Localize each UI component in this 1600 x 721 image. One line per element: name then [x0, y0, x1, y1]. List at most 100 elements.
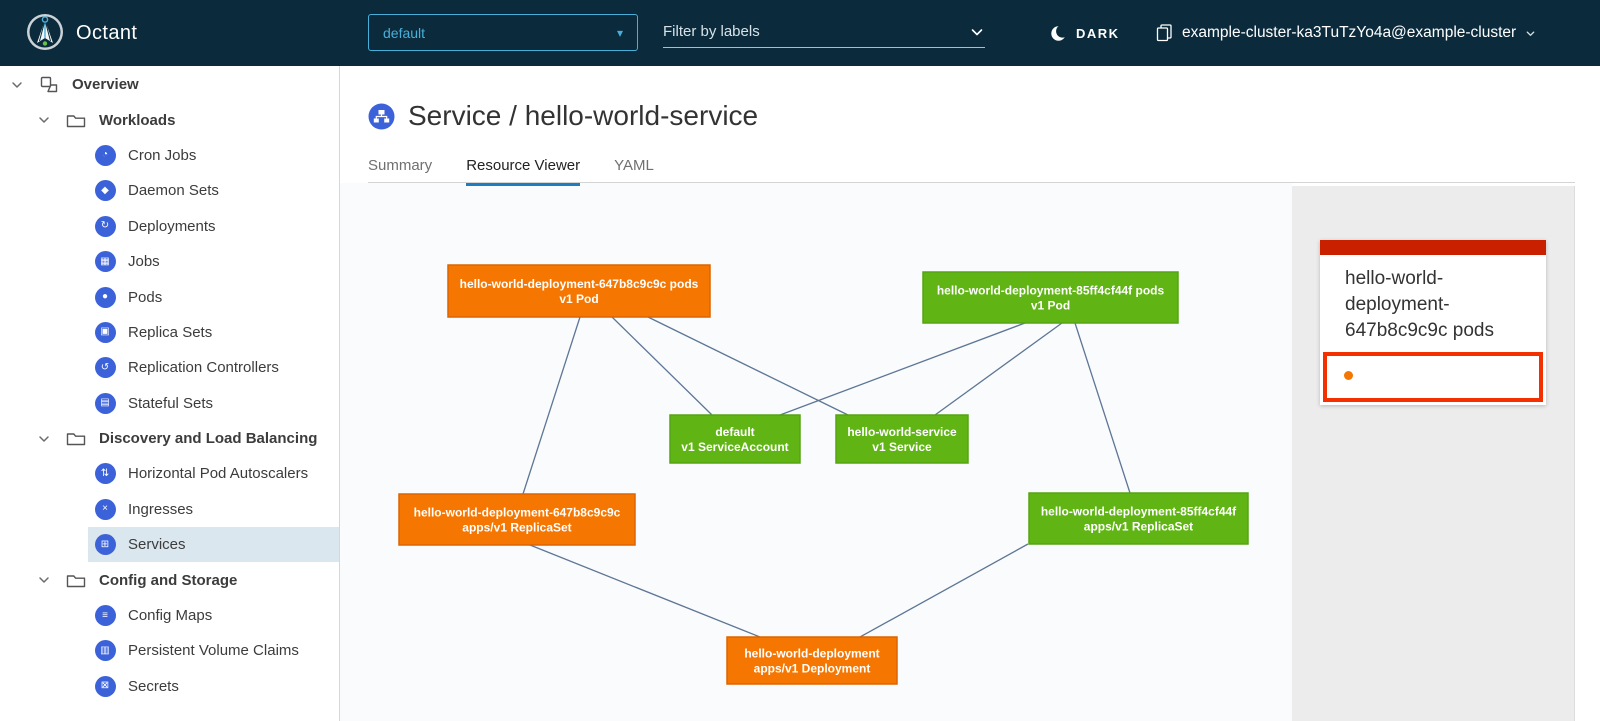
pod-status-dot — [1344, 371, 1353, 380]
replication-controllers-icon: ↺ — [94, 357, 116, 379]
deployments-icon: ↻ — [94, 215, 116, 237]
sidebar-item-jobs[interactable]: ▦ Jobs — [0, 244, 339, 279]
sidebar-item-label: Replication Controllers — [128, 359, 279, 377]
jobs-icon: ▦ — [94, 251, 116, 273]
graph-edge-pod-85ff-to-rs-85ff — [1074, 322, 1131, 494]
chevron-down-icon[interactable] — [37, 113, 52, 128]
sidebar-item-stateful-sets[interactable]: ▤ Stateful Sets — [0, 386, 339, 421]
graph-node-rs-647[interactable]: hello-world-deployment-647b8c9c9capps/v1… — [398, 493, 636, 546]
tab-resource-viewer[interactable]: Resource Viewer — [466, 157, 581, 186]
svg-text:hello-world-service: hello-world-service — [847, 425, 957, 439]
sidebar-item-pods[interactable]: ●Pods — [0, 279, 339, 314]
tab-bar: Summary Resource Viewer YAML — [368, 157, 654, 186]
sidebar-item-label: Horizontal Pod Autoscalers — [128, 465, 309, 483]
cluster-context-label: example-cluster-ka3TuTzYo4a@example-clus… — [1182, 24, 1517, 41]
namespace-dropdown[interactable]: default ▾ — [368, 14, 638, 51]
graph-edge-pod-647-to-serviceaccount-default — [611, 316, 713, 416]
sidebar-item-label: Stateful Sets — [128, 394, 214, 412]
graph-edge-pod-85ff-to-serviceaccount-default — [779, 322, 1026, 416]
detail-panel: hello-world-deployment-647b8c9c9c pods — [1292, 186, 1575, 721]
chevron-down-icon — [1525, 28, 1536, 39]
stateful-sets-icon: ▤ — [94, 392, 116, 414]
sidebar-item-discovery-and-load-balancing[interactable]: Discovery and Load Balancing — [0, 421, 339, 456]
graph-node-rs-85ff[interactable]: hello-world-deployment-85ff4cf44fapps/v1… — [1028, 492, 1249, 545]
sidebar-item-services[interactable]: ⊞Services — [0, 527, 339, 563]
svg-text:default: default — [715, 425, 754, 439]
cluster-icon — [1156, 24, 1173, 42]
ingresses-icon: × — [94, 498, 116, 520]
svg-text:v1 Pod: v1 Pod — [1031, 299, 1070, 313]
app-title: Octant — [76, 22, 138, 44]
services-icon: ⊞ — [94, 534, 116, 556]
app-header: Octant default ▾ DARK example-cluster-ka… — [0, 0, 1600, 66]
sidebar-item-ingresses[interactable]: × Ingresses — [0, 492, 339, 527]
chevron-down-icon[interactable] — [37, 431, 52, 446]
sidebar-item-label: Config and Storage — [99, 571, 238, 589]
persistent-volume-claims-icon: ▥ — [94, 640, 116, 662]
sidebar-item-workloads[interactable]: Workloads — [0, 102, 339, 137]
sidebar-item-label: Ingresses — [128, 500, 194, 518]
graph-edge-pod-85ff-to-service-hello-world — [934, 322, 1063, 416]
tab-yaml[interactable]: YAML — [614, 157, 654, 174]
graph-edge-rs-647-to-deployment — [529, 544, 761, 638]
sidebar-item-cron-jobs[interactable]: ◔ Cron Jobs — [0, 138, 339, 173]
theme-toggle[interactable]: DARK — [1050, 0, 1120, 66]
sidebar-item-replication-controllers[interactable]: ↺ Replication Controllers — [0, 350, 339, 385]
namespace-dropdown-value: default — [383, 24, 426, 41]
service-resource-icon — [368, 103, 395, 130]
sidebar-item-label: Config Maps — [128, 607, 213, 625]
sidebar-item-config-maps[interactable]: ≡Config Maps — [0, 598, 339, 633]
chevron-down-icon[interactable] — [10, 77, 25, 92]
sidebar-item-label: Persistent Volume Claims — [128, 642, 299, 660]
sidebar-item-deployments[interactable]: ↻ Deployments — [0, 209, 339, 244]
tab-summary[interactable]: Summary — [368, 157, 433, 174]
overview-icon — [38, 74, 60, 96]
chevron-down-icon[interactable] — [37, 573, 52, 588]
chevron-down-icon[interactable] — [969, 24, 985, 40]
horizontal-pod-autoscalers-icon: ⇅ — [94, 463, 116, 485]
folder-icon — [65, 109, 87, 131]
sidebar-item-config-and-storage[interactable]: Config and Storage — [0, 562, 339, 597]
pod-status-box — [1323, 352, 1543, 402]
sidebar-item-daemon-sets[interactable]: ◆Daemon Sets — [0, 173, 339, 208]
graph-edge-rs-85ff-to-deployment — [859, 543, 1029, 638]
sidebar-item-horizontal-pod-autoscalers[interactable]: ⇅ Horizontal Pod Autoscalers — [0, 456, 339, 491]
svg-text:v1 ServiceAccount: v1 ServiceAccount — [681, 440, 788, 454]
sidebar-item-persistent-volume-claims[interactable]: ▥ Persistent Volume Claims — [0, 633, 339, 668]
cron-jobs-icon: ◔ — [94, 144, 116, 166]
sidebar-item-label: Jobs — [128, 253, 160, 271]
secrets-icon: ⊠ — [94, 675, 116, 697]
replica-sets-icon: ▣ — [94, 321, 116, 343]
svg-text:hello-world-deployment-647b8c9: hello-world-deployment-647b8c9c9c pods — [460, 277, 699, 291]
sidebar-item-replica-sets[interactable]: ▣Replica Sets — [0, 315, 339, 350]
page-title-row: Service / hello-world-service — [368, 100, 758, 132]
card-status-bar — [1320, 240, 1546, 255]
sidebar-item-label: Overview — [72, 76, 139, 94]
caret-down-icon: ▾ — [616, 25, 623, 40]
folder-icon — [65, 428, 87, 450]
resource-detail-card[interactable]: hello-world-deployment-647b8c9c9c pods — [1320, 240, 1546, 405]
sidebar-item-overview[interactable]: Overview — [0, 67, 339, 102]
svg-text:hello-world-deployment: hello-world-deployment — [744, 647, 879, 661]
cluster-context-selector[interactable]: example-cluster-ka3TuTzYo4a@example-clus… — [1156, 0, 1536, 66]
sidebar-item-label: Cron Jobs — [128, 146, 197, 164]
graph-edge-pod-647-to-service-hello-world — [647, 316, 849, 416]
svg-text:v1 Pod: v1 Pod — [559, 292, 598, 306]
sidebar-item-label: Pods — [128, 288, 163, 306]
sidebar-item-label: Deployments — [128, 217, 216, 235]
sidebar-item-secrets[interactable]: ⊠Secrets — [0, 669, 339, 704]
octant-logo-icon — [26, 13, 64, 51]
svg-text:hello-world-deployment-85ff4cf: hello-world-deployment-85ff4cf44f — [1041, 505, 1237, 519]
graph-edge-pod-647-to-rs-647 — [522, 316, 581, 495]
label-filter-input[interactable] — [663, 23, 969, 40]
label-filter — [663, 16, 985, 48]
tab-divider — [368, 182, 1575, 183]
page-title: Service / hello-world-service — [408, 100, 759, 131]
graph-node-pod-85ff[interactable]: hello-world-deployment-85ff4cf44f podsv1… — [922, 271, 1179, 324]
sidebar-item-label: Daemon Sets — [128, 182, 219, 200]
graph-node-pod-647[interactable]: hello-world-deployment-647b8c9c9c podsv1… — [447, 264, 711, 318]
